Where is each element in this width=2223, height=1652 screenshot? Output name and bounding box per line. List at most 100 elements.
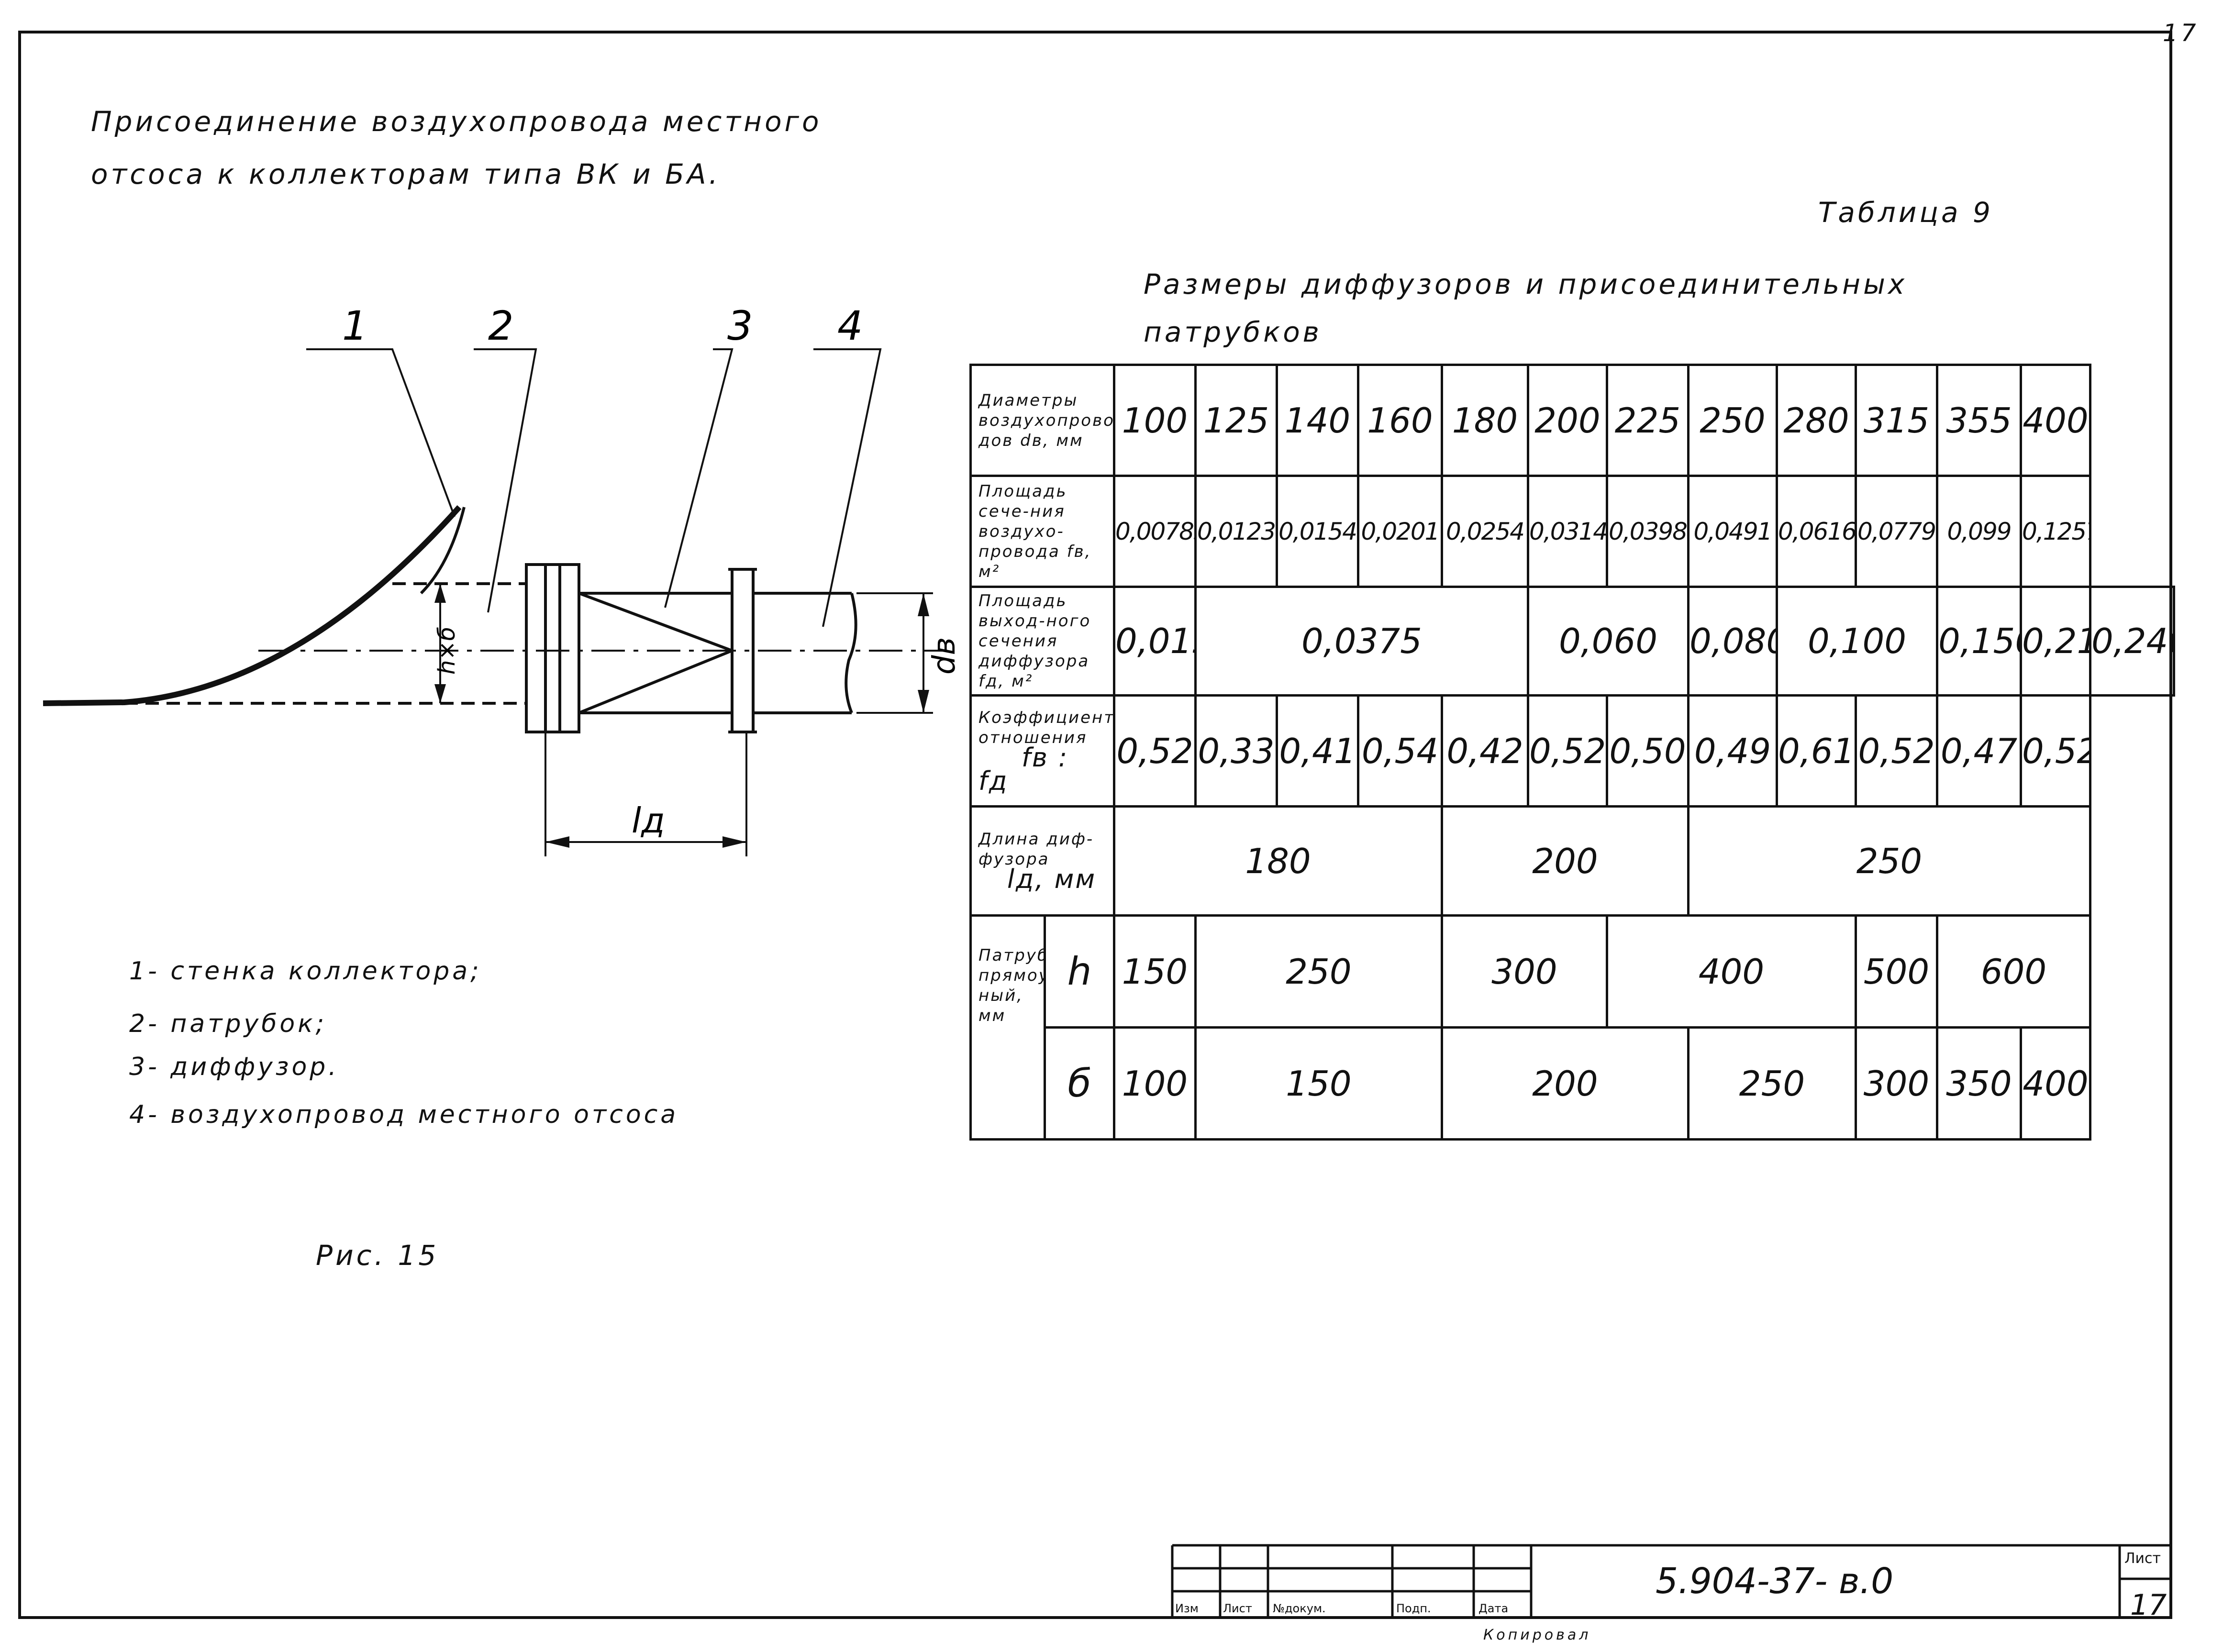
drawing-title-line-1: Присоединение воздухопровода местного (91, 105, 822, 138)
sheet-number: 17 (2130, 1588, 2167, 1622)
symbol-b: б (1043, 1026, 1116, 1141)
table-cell: 0,52 (1113, 694, 1197, 808)
table-cell: 0,50 (1606, 694, 1690, 808)
table-cell: 150 (1194, 1026, 1444, 1141)
callout-1: 1 (342, 302, 367, 349)
table-cell: 0,240 (2089, 586, 2175, 697)
table-cell: 0,100 (1776, 586, 1939, 697)
table-cell: 150 (1113, 914, 1197, 1029)
diffuser-dimensions-table: Диаметры воздухопрово-дов dв, мм 100 125… (969, 364, 2175, 1141)
dimension-hb: h×б (433, 627, 460, 675)
row-header-length: Длина диф-фузора lд, мм (969, 805, 1116, 917)
table-cell: 250 (1687, 1026, 1857, 1141)
table-cell: 140 (1276, 364, 1360, 477)
table-cell: 0,61 (1776, 694, 1857, 808)
table-cell: 225 (1606, 364, 1690, 477)
table-cell: 100 (1113, 364, 1197, 477)
table-cell: 250 (1687, 364, 1778, 477)
drawing-title-line-2: отсоса к коллекторам типа ВК и БА. (91, 158, 721, 190)
table-cell: 0,0779 (1855, 475, 1939, 588)
title-block-label-izm: Изм (1175, 1602, 1199, 1615)
table-cell: 180 (1441, 364, 1530, 477)
table-cell: 0,52 (2020, 694, 2092, 808)
table-cell: 300 (1441, 914, 1609, 1029)
table-label: Таблица 9 (1818, 196, 1993, 229)
table-cell: 0,150 (1936, 586, 2023, 697)
length-header-label: Длина диф-фузора (978, 830, 1094, 869)
table-cell: 0,0314 (1527, 475, 1609, 588)
table-cell: 400 (1606, 914, 1857, 1029)
table-cell: 100 (1113, 1026, 1197, 1141)
table-cell: 315 (1855, 364, 1939, 477)
row-header-outlet-area: Площадь выход-ного сечения диффузора fд,… (969, 586, 1116, 697)
copied-by-label: Копировал (1483, 1627, 1591, 1643)
figure-caption: Рис. 15 (316, 1239, 439, 1272)
table-cell: 500 (1855, 914, 1939, 1029)
table-cell: 200 (1441, 805, 1690, 917)
table-cell: 350 (1936, 1026, 2023, 1141)
table-cell: 200 (1527, 364, 1609, 477)
table-cell: 0,00785 (1113, 475, 1197, 588)
table-row-branch-b: б 100 150 200 250 300 350 400 (971, 1026, 2174, 1141)
title-block-label-date: Дата (1478, 1602, 1509, 1615)
table-cell: 400 (2020, 364, 2092, 477)
table-row-outlet-area: Площадь выход-ного сечения диффузора fд,… (969, 586, 2175, 697)
table-row-branch-h: Патрубок прямоуголь-ный, мм h 150 250 30… (969, 914, 2174, 1141)
ratio-header-label: Коэффициент отношения (978, 708, 1114, 747)
legend-item-1: 1- стенка коллектора; (129, 957, 482, 986)
table-cell: 250 (1687, 805, 2092, 917)
table-cell: 0,41 (1276, 694, 1360, 808)
ratio-formula: fв : fд (978, 742, 1069, 796)
symbol-h: h (1043, 914, 1116, 1029)
title-block-label-list: Лист (1223, 1602, 1252, 1615)
document-code: 5.904-37- в.0 (1656, 1561, 1894, 1602)
table-cell: 0,0375 (1194, 586, 1530, 697)
table-row-length: Длина диф-фузора lд, мм 180 200 250 (969, 805, 2174, 917)
table-cell: 0,33 (1194, 694, 1278, 808)
title-block-label-sign: Подп. (1396, 1602, 1431, 1615)
callout-2: 2 (488, 302, 513, 349)
table-cell: 0,42 (1441, 694, 1530, 808)
length-unit: lд, мм (1007, 864, 1097, 894)
row-header-diameter: Диаметры воздухопрово-дов dв, мм (969, 364, 1116, 477)
row-header-area: Площадь сече-ния воздухо-провода fв, м² (969, 475, 1116, 588)
table-cell: 125 (1194, 364, 1278, 477)
table-cell: 0,0201 (1357, 475, 1444, 588)
table-cell: 0,0398 (1606, 475, 1690, 588)
sheet-label: Лист (2124, 1550, 2161, 1567)
table-row-ratio: Коэффициент отношения fв : fд 0,52 0,33 … (969, 694, 2174, 808)
title-block-label-doc: №докум. (1273, 1602, 1326, 1615)
table-row-area: Площадь сече-ния воздухо-провода fв, м² … (969, 475, 2174, 588)
callout-4: 4 (837, 302, 863, 349)
row-header-branch: Патрубок прямоуголь-ный, мм (969, 914, 1046, 1141)
table-cell: 0,54 (1357, 694, 1444, 808)
table-cell: 0,099 (1936, 475, 2023, 588)
dimension-ld: lд (632, 800, 665, 841)
row-header-ratio: Коэффициент отношения fв : fд (969, 694, 1116, 808)
legend-item-4: 4- воздухопровод местного отсоса (129, 1100, 679, 1129)
table-cell: 280 (1776, 364, 1857, 477)
table-cell: 600 (1936, 914, 2092, 1029)
table-cell: 160 (1357, 364, 1444, 477)
table-row-diameter: Диаметры воздухопрово-дов dв, мм 100 125… (969, 364, 2174, 477)
table-cell: 0,210 (2020, 586, 2092, 697)
legend-item-3: 3- диффузор. (129, 1053, 339, 1081)
table-cell: 0,49 (1687, 694, 1778, 808)
table-cell: 300 (1855, 1026, 1939, 1141)
table-cell: 0,080 (1687, 586, 1778, 697)
table-cell: 0,52 (1527, 694, 1609, 808)
table-cell: 0,0154 (1276, 475, 1360, 588)
table-cell: 0,060 (1527, 586, 1690, 697)
legend-item-2: 2- патрубок; (129, 1009, 327, 1038)
drawing-frame (18, 31, 2172, 1619)
callout-3: 3 (727, 302, 753, 349)
table-cell: 180 (1113, 805, 1444, 917)
table-cell: 0,47 (1936, 694, 2023, 808)
table-cell: 355 (1936, 364, 2023, 477)
table-caption-line-1: Размеры диффузоров и присоединительных (1144, 268, 1908, 300)
table-cell: 0,1257 (2020, 475, 2092, 588)
table-cell: 0,0491 (1687, 475, 1778, 588)
table-cell: 0,0616 (1776, 475, 1857, 588)
table-cell: 200 (1441, 1026, 1690, 1141)
title-block (1171, 1544, 2172, 1619)
